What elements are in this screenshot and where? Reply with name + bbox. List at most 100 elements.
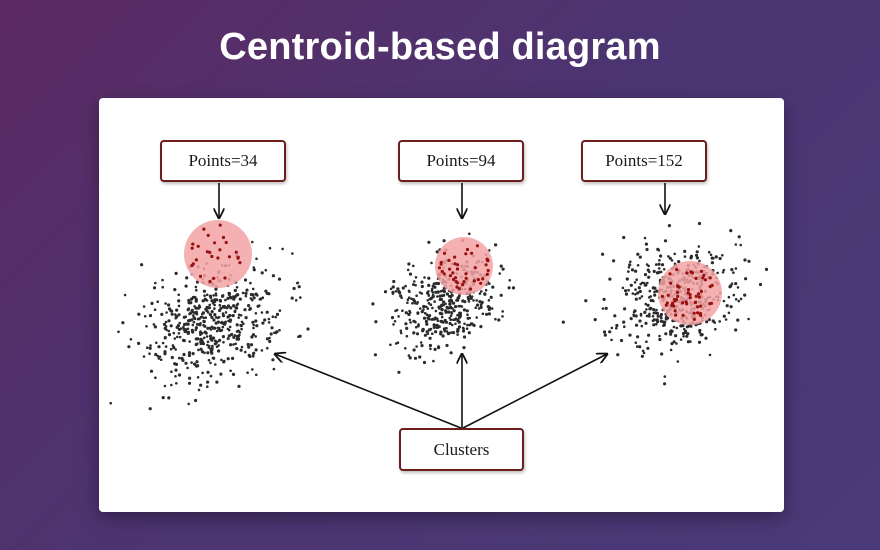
data-point	[655, 311, 660, 315]
data-point	[667, 255, 670, 258]
data-point	[192, 320, 196, 324]
data-point	[394, 342, 398, 345]
data-point	[695, 256, 700, 260]
data-point	[212, 294, 215, 297]
data-point	[619, 338, 624, 343]
data-point	[467, 300, 471, 303]
data-point	[177, 356, 181, 360]
data-point	[265, 310, 269, 314]
data-point	[210, 337, 214, 341]
data-point	[638, 289, 642, 294]
highlighted-point	[218, 223, 222, 227]
data-point	[734, 267, 738, 270]
data-point	[466, 296, 470, 299]
data-point	[646, 268, 650, 272]
data-point	[469, 322, 473, 325]
data-point	[627, 270, 630, 273]
data-point	[631, 292, 635, 295]
data-point	[644, 242, 649, 246]
data-point	[739, 243, 742, 247]
data-point	[157, 345, 161, 349]
highlighted-point	[692, 317, 696, 321]
highlighted-point	[675, 268, 679, 272]
data-point	[447, 310, 451, 314]
data-point	[215, 380, 219, 384]
highlighted-point	[699, 304, 703, 308]
data-point	[732, 271, 735, 274]
data-point	[260, 311, 264, 314]
data-point	[442, 289, 446, 294]
data-point	[231, 372, 236, 376]
highlighted-point	[475, 244, 479, 248]
data-point	[657, 262, 661, 266]
highlighted-point	[694, 276, 698, 280]
data-point	[173, 362, 177, 366]
data-point	[679, 324, 683, 328]
data-point	[440, 308, 444, 312]
data-point	[435, 250, 439, 254]
data-point	[437, 305, 441, 309]
data-point	[206, 351, 210, 355]
data-point	[167, 307, 172, 311]
data-point	[230, 332, 234, 337]
data-point	[698, 328, 702, 333]
data-point	[697, 340, 702, 344]
data-point	[187, 330, 190, 334]
data-point	[413, 280, 416, 283]
data-point	[610, 338, 613, 342]
data-point	[414, 276, 418, 279]
data-point	[252, 268, 256, 272]
data-point	[689, 340, 692, 343]
data-point	[718, 320, 721, 323]
data-point	[218, 308, 222, 313]
data-point	[623, 307, 627, 311]
data-point	[647, 314, 651, 318]
highlighted-point	[701, 276, 705, 280]
data-point	[371, 302, 375, 306]
data-point	[233, 310, 237, 314]
data-point	[424, 319, 428, 324]
data-point	[244, 291, 248, 295]
data-point	[412, 264, 415, 268]
data-point	[463, 322, 466, 326]
data-point	[601, 252, 605, 256]
data-point	[647, 333, 651, 337]
data-point	[399, 294, 403, 298]
data-point	[184, 322, 189, 326]
data-point	[411, 302, 414, 305]
data-point	[291, 252, 294, 255]
data-point	[154, 376, 157, 380]
data-point	[683, 255, 687, 258]
data-point	[150, 301, 154, 305]
data-point	[193, 295, 197, 299]
data-point	[658, 337, 662, 342]
data-point	[412, 283, 415, 286]
highlighted-point	[453, 255, 457, 259]
highlighted-point	[675, 290, 680, 294]
data-point	[499, 293, 503, 297]
data-point	[418, 355, 422, 359]
data-point	[211, 326, 215, 330]
data-point	[174, 368, 178, 372]
data-point	[436, 295, 439, 298]
data-point	[634, 293, 637, 296]
data-point	[159, 358, 163, 362]
data-point	[252, 296, 256, 300]
data-point	[244, 294, 248, 298]
data-point	[638, 319, 642, 323]
data-point	[277, 277, 282, 281]
data-point	[137, 312, 141, 316]
data-point	[672, 340, 676, 344]
data-point	[267, 321, 271, 324]
data-point	[439, 290, 443, 293]
data-point	[227, 334, 231, 338]
highlighted-point	[223, 276, 227, 280]
data-point	[203, 330, 207, 334]
data-point	[683, 327, 686, 331]
data-point	[653, 286, 657, 290]
data-point	[739, 297, 743, 301]
data-point	[452, 301, 456, 305]
data-point	[210, 348, 214, 352]
data-point	[602, 297, 606, 301]
data-point	[491, 285, 495, 289]
